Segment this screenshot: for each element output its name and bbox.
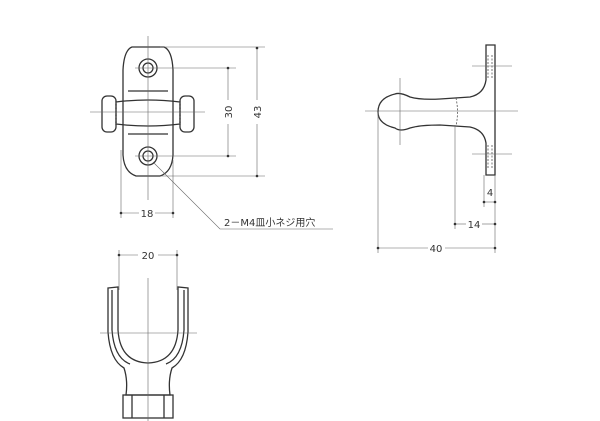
dim-height: 43	[253, 106, 264, 119]
dim-flange: 4	[487, 188, 493, 199]
dim-width-bottom: 20	[142, 251, 155, 262]
dim-neck: 14	[468, 220, 481, 231]
knob-left	[101, 95, 117, 133]
dim-hole-pitch: 30	[224, 106, 235, 119]
knob-right	[179, 95, 195, 133]
front-view	[90, 36, 333, 230]
dim-length: 40	[430, 244, 443, 255]
flange	[377, 44, 496, 176]
screw-hole-note: 2－M4皿小ネジ用穴	[224, 216, 315, 229]
bottom-view	[100, 250, 197, 421]
side-view	[365, 44, 518, 253]
dim-width-front: 18	[141, 209, 154, 220]
